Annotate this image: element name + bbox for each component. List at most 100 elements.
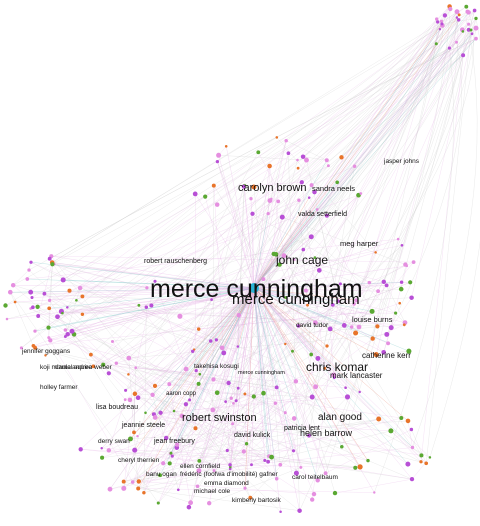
graph-node[interactable] <box>308 234 314 240</box>
graph-node[interactable] <box>158 410 163 415</box>
graph-node[interactable] <box>196 327 201 331</box>
hub-node[interactable] <box>249 283 259 293</box>
graph-node[interactable] <box>169 451 173 455</box>
node-label-louise-burns[interactable]: louise burns <box>352 315 393 324</box>
graph-node[interactable] <box>402 323 406 327</box>
graph-node[interactable] <box>175 442 180 447</box>
graph-node[interactable] <box>50 262 55 267</box>
graph-node[interactable] <box>467 22 471 26</box>
node-label-jeannie-steele[interactable]: jeannie steele <box>121 422 165 429</box>
graph-node[interactable] <box>27 268 31 272</box>
graph-node[interactable] <box>42 291 47 296</box>
graph-node[interactable] <box>369 308 375 314</box>
graph-node[interactable] <box>439 19 444 23</box>
node-label-aaron-copp[interactable]: aaron copp <box>166 391 197 397</box>
graph-node[interactable] <box>188 500 194 506</box>
graph-node[interactable] <box>456 18 461 22</box>
graph-node[interactable] <box>121 479 126 484</box>
graph-node[interactable] <box>344 394 351 400</box>
graph-node[interactable] <box>251 184 257 190</box>
graph-node[interactable] <box>167 461 172 466</box>
graph-node[interactable] <box>370 336 375 341</box>
graph-node[interactable] <box>46 325 51 330</box>
graph-node[interactable] <box>208 339 213 343</box>
graph-node[interactable] <box>167 382 172 387</box>
graph-node[interactable] <box>3 303 8 308</box>
graph-node[interactable] <box>323 366 327 370</box>
node-label-patricia-lent[interactable]: patricia lent <box>284 425 320 432</box>
graph-node[interactable] <box>325 344 329 348</box>
graph-node[interactable] <box>207 501 212 506</box>
graph-node[interactable] <box>69 328 75 334</box>
graph-node[interactable] <box>324 158 329 163</box>
graph-node[interactable] <box>286 151 291 156</box>
graph-node[interactable] <box>474 16 478 21</box>
graph-node[interactable] <box>126 355 132 361</box>
graph-node[interactable] <box>197 458 202 463</box>
graph-node[interactable] <box>150 392 155 397</box>
graph-node[interactable] <box>424 461 429 466</box>
graph-node[interactable] <box>327 326 333 332</box>
graph-node[interactable] <box>470 32 474 36</box>
graph-node[interactable] <box>10 282 16 288</box>
graph-node[interactable] <box>315 478 320 483</box>
graph-node[interactable] <box>269 454 274 460</box>
graph-node[interactable] <box>324 213 329 218</box>
graph-node[interactable] <box>172 409 176 413</box>
graph-node[interactable] <box>30 295 34 300</box>
graph-node[interactable] <box>44 354 47 357</box>
graph-node[interactable] <box>388 428 394 434</box>
graph-node[interactable] <box>47 336 51 340</box>
graph-node[interactable] <box>124 388 128 392</box>
graph-node[interactable] <box>270 197 273 201</box>
node-label-merce-cunningham-small[interactable]: merce cunningham <box>238 370 285 376</box>
graph-node[interactable] <box>47 256 52 261</box>
graph-node[interactable] <box>212 469 216 473</box>
graph-node[interactable] <box>256 150 261 155</box>
graph-node[interactable] <box>410 445 415 450</box>
graph-node[interactable] <box>353 465 358 470</box>
graph-node[interactable] <box>67 288 72 293</box>
graph-node[interactable] <box>261 277 266 282</box>
graph-node[interactable] <box>196 468 202 474</box>
graph-node[interactable] <box>306 303 309 307</box>
graph-node[interactable] <box>47 306 52 311</box>
graph-node[interactable] <box>78 447 83 452</box>
graph-node[interactable] <box>354 298 359 303</box>
graph-node[interactable] <box>91 364 96 369</box>
graph-node[interactable] <box>367 280 372 285</box>
graph-node[interactable] <box>234 399 238 403</box>
node-label-meg-harper[interactable]: meg harper <box>340 239 379 248</box>
graph-node[interactable] <box>263 458 267 462</box>
graph-node[interactable] <box>400 243 404 247</box>
graph-node[interactable] <box>428 456 432 459</box>
graph-node[interactable] <box>127 397 133 403</box>
graph-node[interactable] <box>312 189 317 195</box>
graph-node[interactable] <box>357 464 363 470</box>
graph-node[interactable] <box>299 465 303 469</box>
graph-node[interactable] <box>176 488 180 492</box>
graph-node[interactable] <box>394 311 398 315</box>
graph-node[interactable] <box>448 6 453 12</box>
node-label-merce-cunningham-main[interactable]: merce cunningham <box>150 275 363 303</box>
graph-node[interactable] <box>405 418 411 424</box>
graph-node[interactable] <box>130 480 135 484</box>
graph-node[interactable] <box>251 394 256 399</box>
node-label-jasper-johns[interactable]: jasper johns <box>383 158 420 165</box>
node-label-jean-freebury[interactable]: jean freebury <box>153 438 195 445</box>
graph-node[interactable] <box>153 279 157 283</box>
graph-node[interactable] <box>434 42 438 46</box>
graph-node[interactable] <box>163 435 169 441</box>
graph-node[interactable] <box>232 401 235 405</box>
graph-node[interactable] <box>440 22 444 26</box>
graph-node[interactable] <box>293 470 299 476</box>
graph-node[interactable] <box>100 455 105 460</box>
graph-node[interactable] <box>183 402 189 407</box>
graph-node[interactable] <box>192 191 198 197</box>
graph-node[interactable] <box>134 366 138 370</box>
graph-node[interactable] <box>335 180 340 185</box>
graph-node[interactable] <box>315 355 321 361</box>
graph-node[interactable] <box>457 13 461 17</box>
graph-node[interactable] <box>373 491 376 494</box>
graph-node[interactable] <box>276 199 281 204</box>
